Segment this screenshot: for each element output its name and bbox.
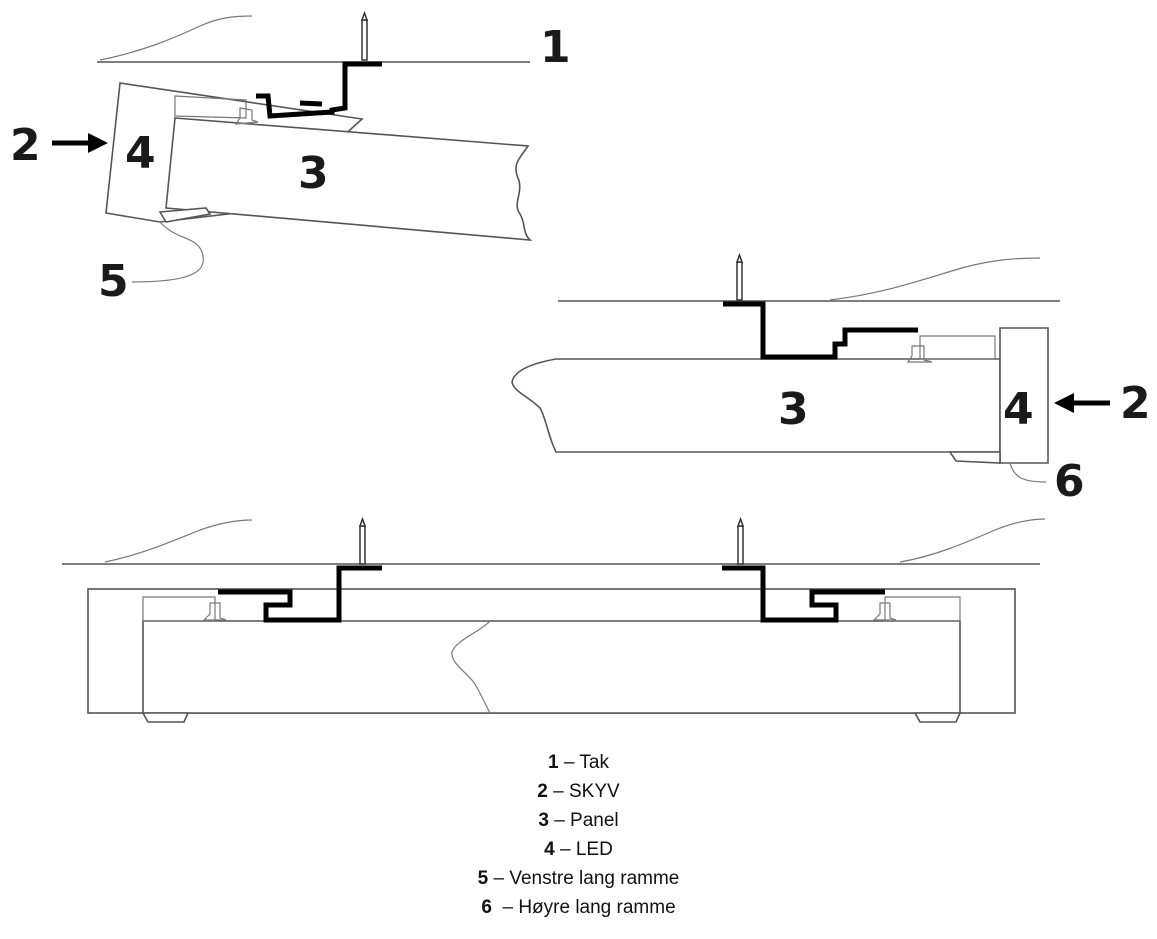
legend-item-5: 5 – Venstre lang ramme — [477, 868, 680, 889]
skyv-bracket-right — [723, 301, 918, 360]
callout-4-right: 4 — [1003, 384, 1034, 435]
callout-3-right: 3 — [778, 384, 809, 435]
frame-foot-right — [948, 451, 1001, 464]
panel-left — [165, 117, 533, 241]
callout-2-right: 2 — [1120, 378, 1151, 429]
leader-5 — [131, 221, 204, 283]
legend: 1 – Tak 2 – SKYV 3 – Panel 4 – LED 5 – V… — [0, 748, 1157, 922]
callout-4-left: 4 — [125, 128, 156, 179]
break-line — [451, 620, 491, 714]
screw-icon — [360, 10, 369, 61]
leader-6 — [1009, 462, 1047, 483]
frame-foot-right — [913, 712, 962, 723]
ceiling-texture — [99, 15, 253, 61]
detail-full-assembly — [62, 516, 1046, 723]
frame-foot-left — [158, 207, 212, 223]
frame-foot-left — [141, 712, 190, 723]
skyv-bracket-left — [256, 61, 382, 119]
ceiling-texture — [899, 518, 1046, 563]
clip — [202, 602, 227, 621]
clip — [234, 107, 259, 125]
legend-item-6: 6 – Høyre lang ramme — [481, 897, 676, 918]
screw-icon — [358, 516, 367, 565]
skyv-bracket-left — [218, 565, 382, 623]
legend-item-1: 1 – Tak — [548, 752, 609, 773]
arrow-left-icon — [1054, 393, 1110, 413]
legend-item-2: 2 – SKYV — [537, 781, 620, 802]
ceiling-texture — [829, 257, 1041, 301]
clip — [872, 602, 897, 621]
ceiling-texture — [104, 519, 253, 563]
legend-item-3: 3 – Panel — [538, 810, 619, 831]
led-frame-top — [919, 335, 996, 360]
led-channel — [884, 596, 961, 622]
led-channel — [142, 596, 216, 622]
screw-icon — [735, 252, 744, 301]
callout-3-left: 3 — [298, 148, 329, 199]
callout-1: 1 — [540, 22, 571, 73]
detail-right: 3 4 2 6 — [511, 252, 1151, 507]
detail-left-tilted: 1 2 4 3 5 — [10, 10, 571, 307]
arrow-right-icon — [52, 133, 108, 153]
callout-2-left: 2 — [10, 120, 41, 171]
clip — [906, 345, 933, 363]
panel-right — [511, 358, 1001, 453]
led-frame-right — [999, 327, 1049, 464]
skyv-bracket-right — [722, 565, 885, 623]
callout-6: 6 — [1054, 456, 1085, 507]
legend-item-4: 4 – LED — [544, 839, 613, 860]
screw-icon — [736, 516, 745, 565]
panel-full — [142, 620, 961, 714]
callout-5: 5 — [98, 256, 129, 307]
led-channel — [174, 95, 247, 119]
